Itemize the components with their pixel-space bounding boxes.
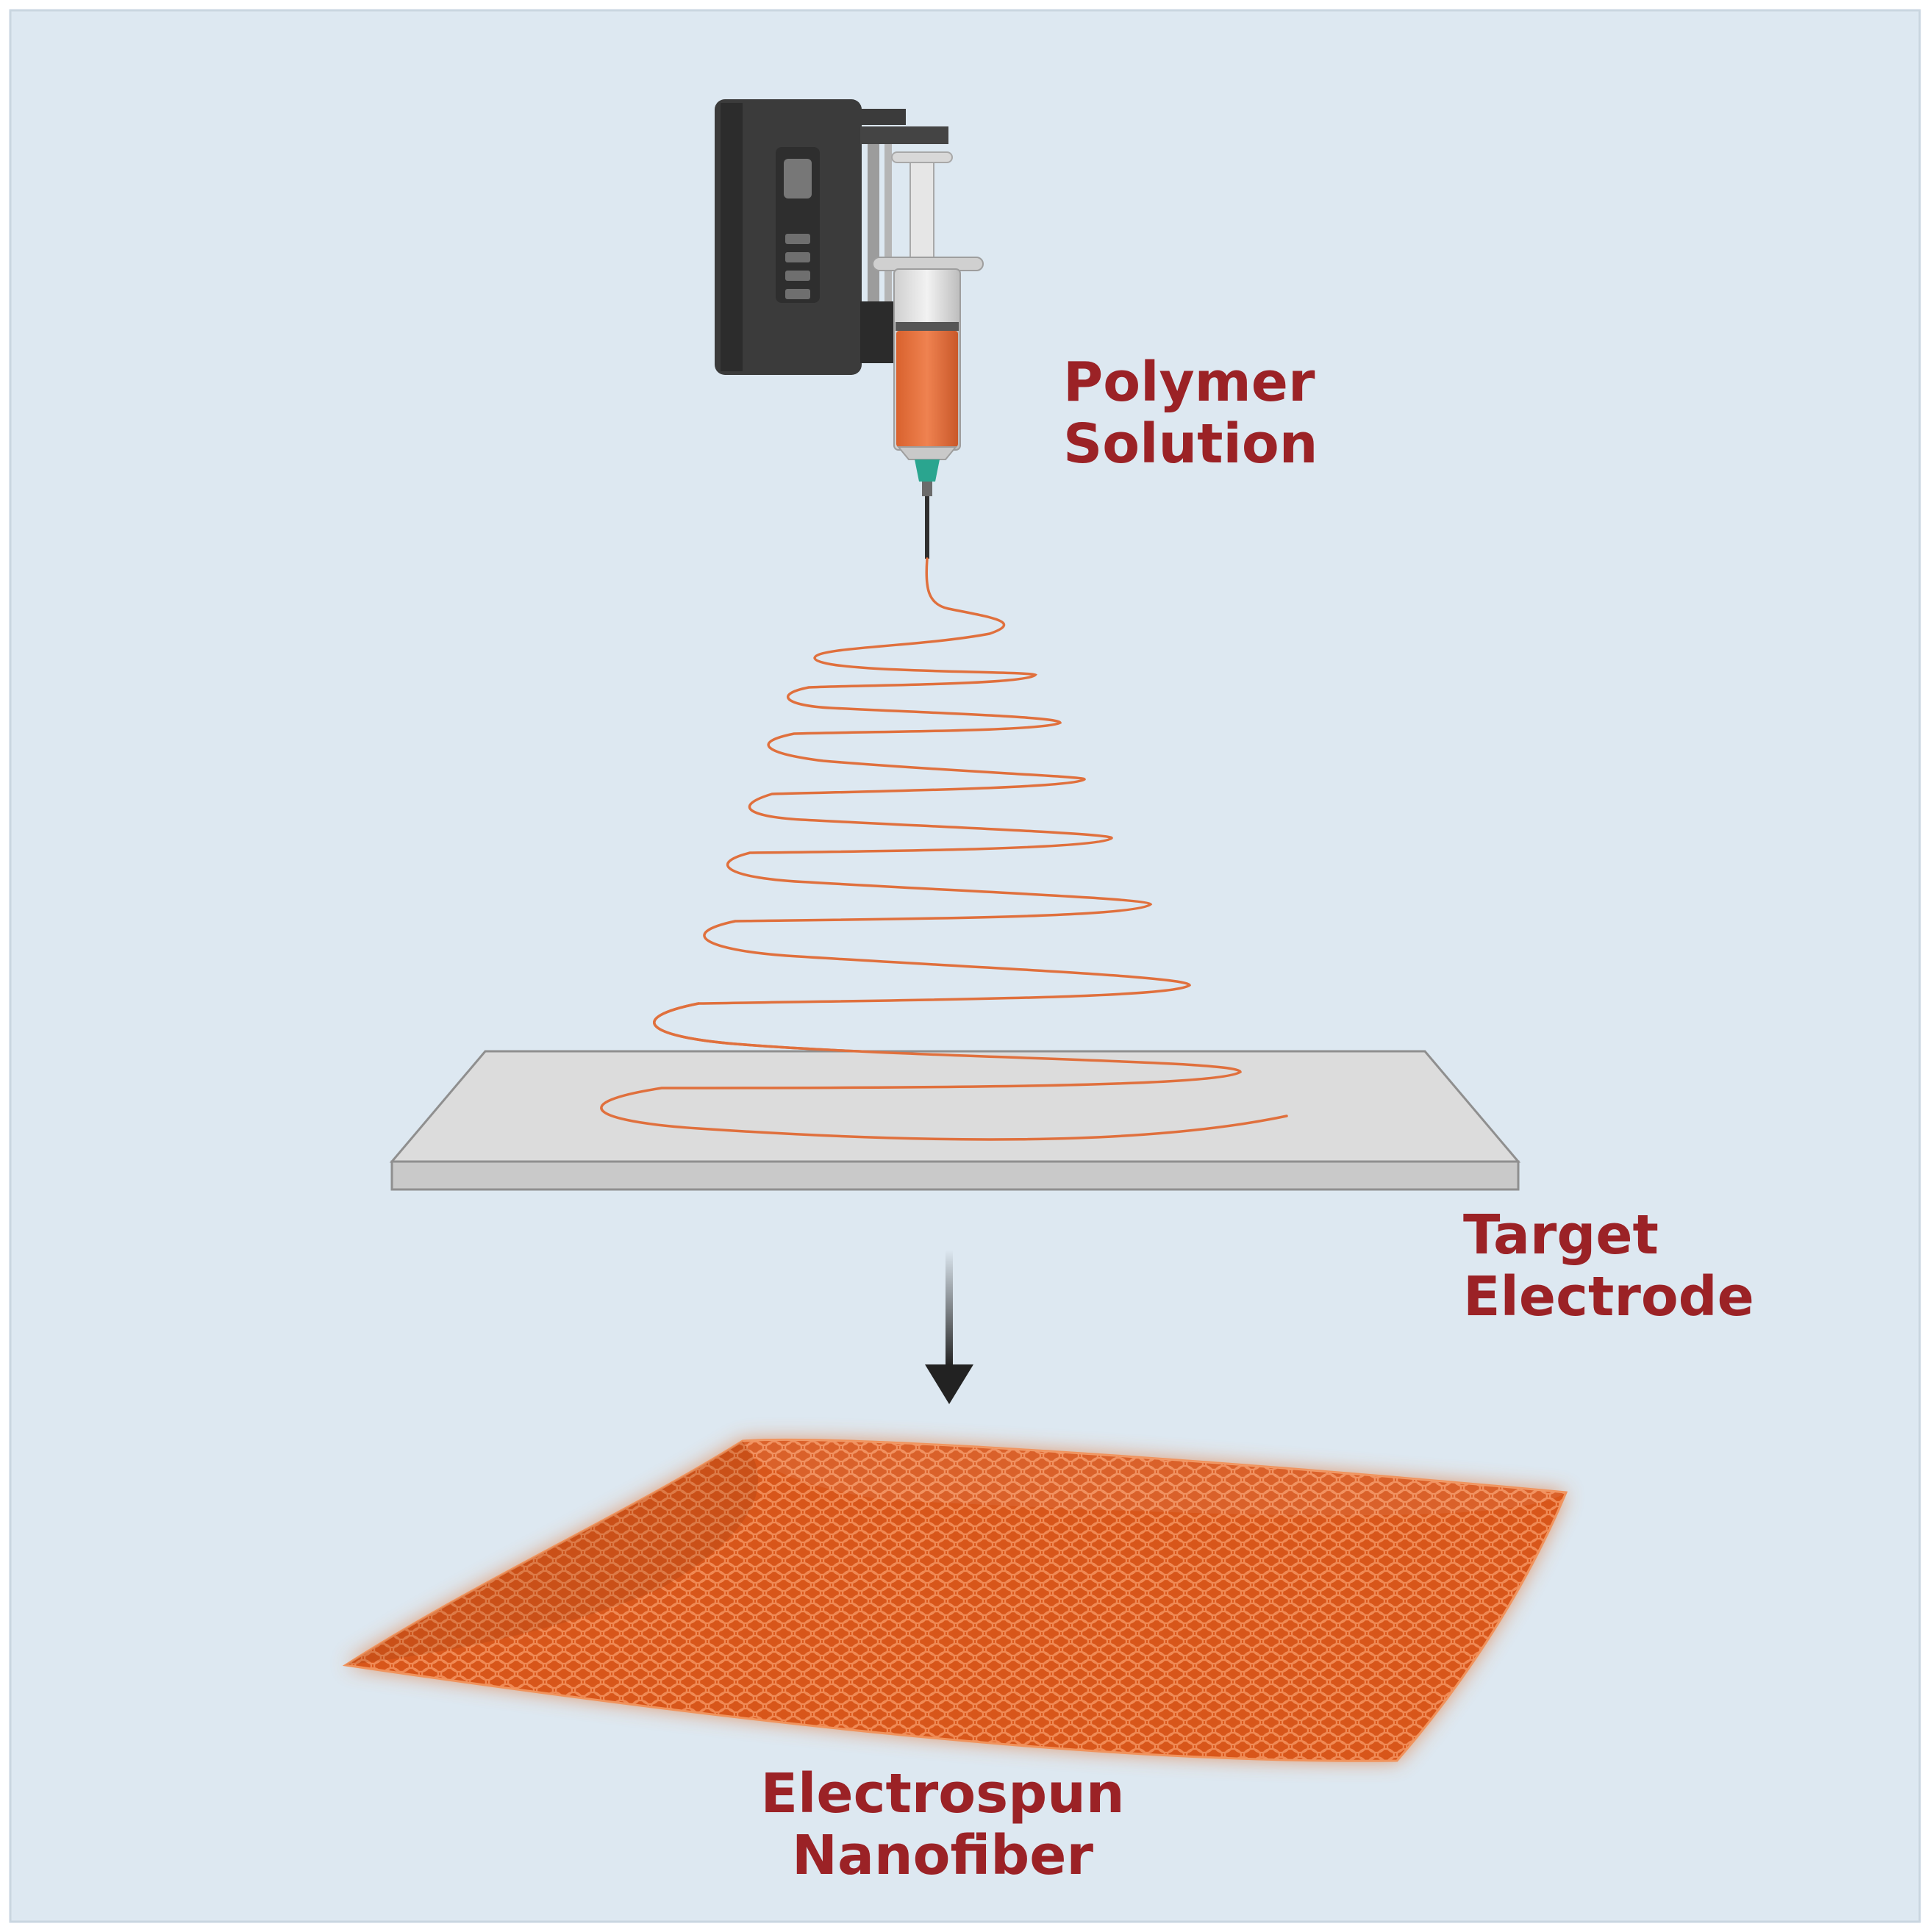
electrospun-nanofiber-label: Electrospun Nanofiber (715, 1763, 1170, 1886)
needle-icon (915, 459, 940, 559)
polymer-solution-label: Polymer Solution (1063, 351, 1318, 475)
fiber-on-plate (600, 1002, 1288, 1141)
target-electrode-label: Target Electrode (1463, 1204, 1754, 1328)
target-electrode-line-1: Target (1463, 1203, 1659, 1267)
electrospun-nanofiber-line-1: Electrospun (760, 1762, 1125, 1825)
target-electrode-plate (389, 1050, 1521, 1191)
target-electrode-line-2: Electrode (1463, 1265, 1754, 1328)
syringe-pump-icon (715, 99, 948, 375)
syringe-icon (872, 151, 984, 460)
polymer-solution-line-1: Polymer (1063, 351, 1315, 414)
polymer-solution-line-2: Solution (1063, 412, 1318, 476)
electrospun-nanofiber-line-2: Nanofiber (792, 1824, 1093, 1887)
nanofiber-mat (342, 1438, 1568, 1762)
down-arrow-icon (925, 1250, 973, 1404)
